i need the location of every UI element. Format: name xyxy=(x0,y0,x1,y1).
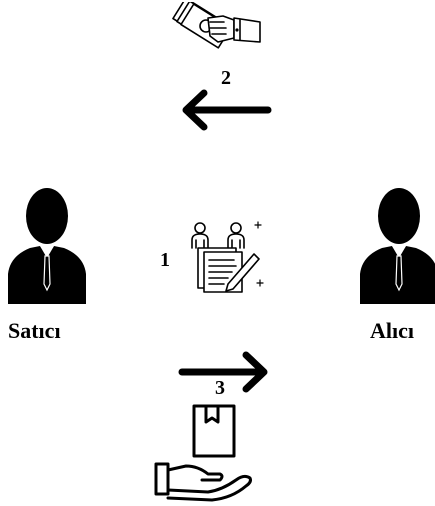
hand-with-package-icon xyxy=(152,400,260,504)
contract-signing-icon xyxy=(184,218,270,294)
buyer-figure xyxy=(356,186,435,310)
businessman-icon xyxy=(360,188,435,304)
buyer-label: Alıcı xyxy=(370,318,414,343)
businessman-icon xyxy=(8,188,86,304)
arrow-left-icon xyxy=(178,88,272,132)
seller-label: Satıcı xyxy=(8,318,61,343)
step-1-number: 1 xyxy=(160,249,170,271)
hand-with-money-icon xyxy=(168,2,268,58)
step-3-number: 3 xyxy=(215,377,225,399)
arrow-right-icon xyxy=(178,350,272,394)
step-2-number: 2 xyxy=(221,67,231,89)
seller-figure xyxy=(4,186,90,310)
